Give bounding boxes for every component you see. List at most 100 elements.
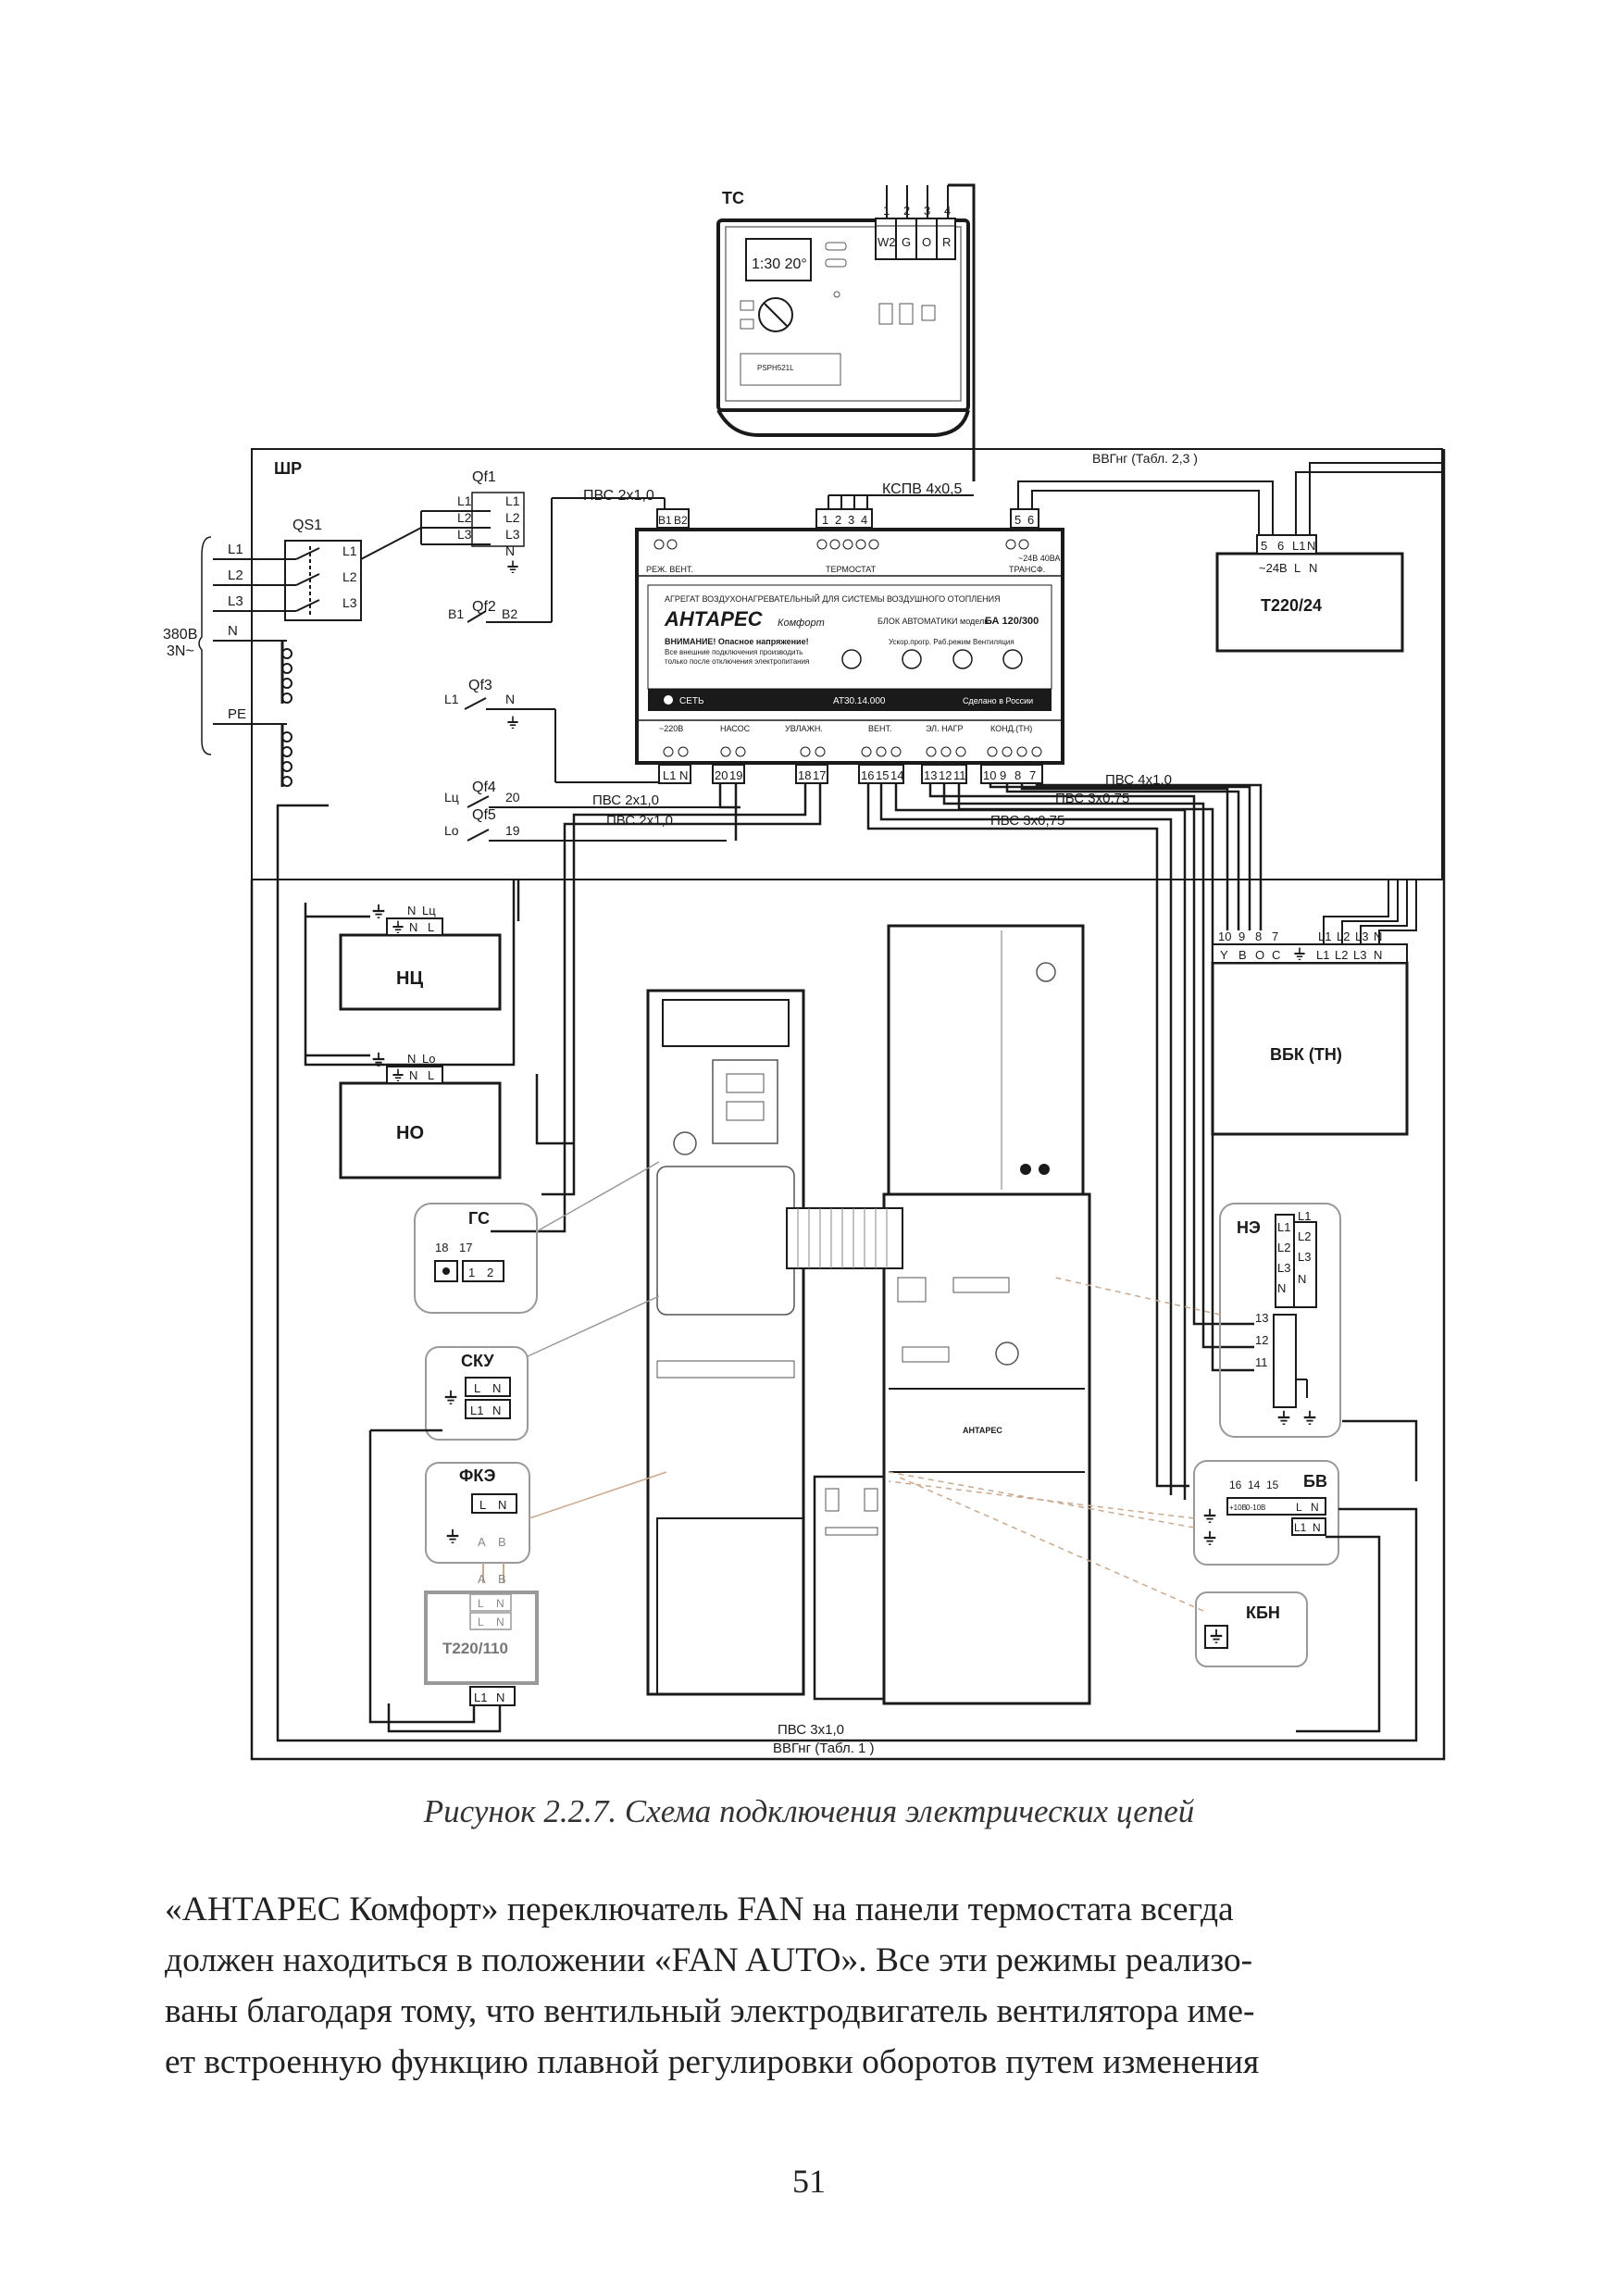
unit-warning-title: ВНИМАНИЕ! Опасное напряжение! <box>665 637 809 646</box>
qf1-out-l1: L1 <box>505 493 520 508</box>
pump-nc: N Lц N L НЦ <box>339 903 502 1011</box>
vbk-l3: L3 <box>1353 948 1366 962</box>
ne-heater: НЭ L1 L2 L3 N L1 L2 L3 N 13 30 12 31 11 … <box>1054 1203 1341 1438</box>
unit-t3: 3 <box>848 513 854 527</box>
unit-brand-sub: Комфорт <box>778 618 825 629</box>
unit-b-7: 7 <box>1029 768 1036 782</box>
bv-n: N <box>1311 1501 1319 1514</box>
ne-l2b: L2 <box>1298 1229 1311 1243</box>
fke-n: N <box>498 1498 506 1512</box>
vbk-n: N <box>1374 948 1382 962</box>
cable-vvgng-top: ВВГнг (Табл. 2,3 ) <box>1092 451 1198 466</box>
in-l3: L3 <box>228 593 243 609</box>
kbn: КБН <box>1195 1591 1308 1667</box>
fke-l: L <box>479 1498 486 1512</box>
cable-pvs-3x075-b: ПВС 3х0,75 <box>990 813 1064 829</box>
vbk-t7: 7 <box>1272 930 1278 943</box>
gs-label: ГС <box>468 1209 490 1228</box>
unit-t4: 4 <box>861 513 867 527</box>
unit-title-line: АГРЕГАТ ВОЗДУХОНАГРЕВАТЕЛЬНЫЙ ДЛЯ СИСТЕМ… <box>665 593 1001 604</box>
qf2-label: Qf2 <box>472 599 496 615</box>
t24-24v: ~24В <box>1259 561 1288 575</box>
ne-l1b: L1 <box>1298 1209 1311 1223</box>
gs-1: 1 <box>468 1266 475 1279</box>
unit-made: Сделано в России <box>963 696 1033 705</box>
unit-b-16: 16 <box>861 768 874 782</box>
pump-no: N Lo N L НО <box>339 1051 502 1179</box>
body-paragraph: «АНТАРЕС Комфорт» переключатель FAN на п… <box>165 1884 1453 2088</box>
wiring-diagram: ТС 1:30 20° PSPH521L 1 2 3 4 W2 G O R <box>163 183 1446 1761</box>
vbk-y: Y <box>1220 948 1228 962</box>
qf3-l1: L1 <box>444 692 459 706</box>
qf1-out-l2: L2 <box>505 510 520 525</box>
tc-sig-w2: W2 <box>877 235 896 249</box>
tc-sig-r: R <box>942 235 951 249</box>
unit-b-12: 12 <box>939 768 952 782</box>
in-pe: PE <box>228 706 246 722</box>
qf3-label: Qf3 <box>468 678 492 693</box>
sku: СКУ L N L1 N <box>425 1295 660 1441</box>
unit-sect-rezh: РЕЖ. ВЕНТ. <box>646 565 693 574</box>
ne-na: N <box>1277 1281 1286 1295</box>
no-lo: Lo <box>422 1052 435 1066</box>
no-l2: L <box>428 1068 434 1082</box>
unit-trans-spec: ~24В 40ВА <box>1018 554 1061 563</box>
bv-l1: L1 <box>1294 1521 1307 1534</box>
bv-010v: 0-10В <box>1246 1504 1265 1512</box>
nc-lc: Lц <box>422 904 436 917</box>
shr-label: ШР <box>274 459 302 478</box>
supply-380: 380В <box>163 627 197 643</box>
unit-t6: 6 <box>1027 513 1034 527</box>
bv-l: L <box>1296 1501 1302 1514</box>
unit-b-n: N <box>679 768 688 782</box>
vbk-tn: N <box>1374 930 1382 943</box>
qf4-20: 20 <box>505 790 520 805</box>
cable-pvs-4x1: ПВС 4х1,0 <box>1105 772 1172 788</box>
page-number: 51 <box>792 2163 826 2200</box>
unit-modes: Ускор.прогр. Раб.режим Вентиляция <box>889 638 1014 646</box>
t24-n: N <box>1307 539 1315 553</box>
fke: ФКЭ L N A B <box>425 1462 667 1583</box>
t24-nn: N <box>1309 561 1317 575</box>
unit-sect-term: ТЕРМОСТАТ <box>826 565 877 574</box>
unit-b-11: 11 <box>953 768 966 782</box>
cable-pvs-3x075-a: ПВС 3х0,75 <box>1055 791 1129 806</box>
cable-pvs-3x1: ПВС 3х1,0 <box>778 1722 844 1738</box>
unit-t1: 1 <box>822 513 828 527</box>
unit-vbk: 10 9 8 7 L1 L2 L3 N Y B O C L1 L2 L3 N В… <box>1211 880 1417 1136</box>
sku-label: СКУ <box>461 1352 494 1370</box>
vbk-t9: 9 <box>1238 930 1245 943</box>
cabinet-shr: ШР ВВГнг (Табл. 2,3 ) КСПВ 4х0,5 ПВС 2х1… <box>163 448 1443 880</box>
vbk-c: C <box>1272 948 1280 962</box>
gs: ГС 18 17 1 2 <box>414 1161 660 1314</box>
unit-b2: B2 <box>674 514 688 527</box>
nc-n: N <box>407 904 416 917</box>
qf1-out-l3: L3 <box>505 527 520 542</box>
gs-18: 18 <box>435 1241 448 1254</box>
paragraph-line-4: ет встроенную функцию плавной регулировк… <box>165 2043 1260 2081</box>
paragraph-line-1: «АНТАРЕС Комфорт» переключатель FAN на п… <box>165 1890 1234 1928</box>
transformer-220-24: 5 6 L1 N ~24В L N Т220/24 <box>1215 462 1442 653</box>
unit-t5: 5 <box>1014 513 1021 527</box>
qf5-19: 19 <box>505 823 520 838</box>
paragraph-line-2: должен находиться в положении «FAN AUTO»… <box>165 1941 1253 1979</box>
vbk-tl3: L3 <box>1355 930 1368 943</box>
ne-13: 13 <box>1255 1311 1268 1325</box>
unit-b-20: 20 <box>715 768 728 782</box>
unit-brand: АНТАРЕС <box>664 607 764 630</box>
t110-label: Т220/110 <box>442 1640 508 1657</box>
vbk-t10: 10 <box>1218 930 1231 943</box>
t24-label: Т220/24 <box>1261 596 1322 615</box>
qf1-l2: L2 <box>457 510 472 525</box>
bv-14: 14 <box>1248 1479 1261 1491</box>
unit-b-l1: L1 <box>663 768 676 782</box>
qs1-out-l1: L1 <box>342 543 357 558</box>
thermostat-tc: ТС 1:30 20° PSPH521L 1 2 3 4 W2 G O R <box>716 183 976 481</box>
bv-16: 16 <box>1229 1479 1242 1491</box>
supply-3n: 3N~ <box>167 643 194 659</box>
unit-model-prefix: БЛОК АВТОМАТИКИ модель <box>877 617 989 626</box>
fke-label: ФКЭ <box>459 1466 496 1485</box>
unit-b-14: 14 <box>890 768 903 782</box>
vbk-l2: L2 <box>1335 948 1348 962</box>
unit-sect-trans: ТРАНСФ. <box>1009 565 1045 574</box>
